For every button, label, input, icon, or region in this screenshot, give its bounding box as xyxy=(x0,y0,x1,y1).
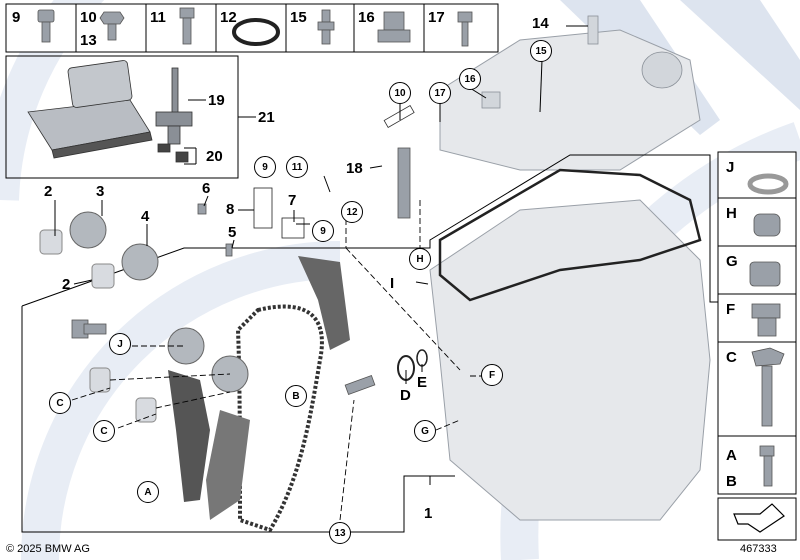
callout-D[interactable]: D xyxy=(400,387,411,404)
callout-20[interactable]: 20 xyxy=(206,148,223,165)
callout-21[interactable]: 21 xyxy=(258,109,275,126)
circled-callout-9-lower[interactable]: 9 xyxy=(312,220,334,242)
circled-callout-B[interactable]: B xyxy=(285,385,307,407)
right-column-part-F-label: F xyxy=(726,301,736,318)
circled-callout-17[interactable]: 17 xyxy=(429,82,451,104)
right-column-part-C-label: C xyxy=(726,349,737,366)
top-strip-part-13-label: 13 xyxy=(80,32,97,49)
callout-8[interactable]: 8 xyxy=(226,201,235,218)
circled-callout-10[interactable]: 10 xyxy=(389,82,411,104)
callout-1[interactable]: 1 xyxy=(424,505,433,522)
callout-14[interactable]: 14 xyxy=(532,15,549,32)
right-column-part-J-label: J xyxy=(726,159,735,176)
copyright-text: © 2025 BMW AG xyxy=(6,543,90,555)
callout-2-lower[interactable]: 2 xyxy=(62,276,71,293)
circled-callout-J[interactable]: J xyxy=(109,333,131,355)
circled-callout-15[interactable]: 15 xyxy=(530,40,552,62)
callout-19[interactable]: 19 xyxy=(208,92,225,109)
top-strip-part-11-label: 11 xyxy=(150,9,166,26)
callout-7[interactable]: 7 xyxy=(288,192,297,209)
top-strip-part-16-label: 16 xyxy=(358,9,375,26)
right-column-part-G-label: G xyxy=(726,253,738,270)
circled-callout-A[interactable]: A xyxy=(137,481,159,503)
diagram-number: 467333 xyxy=(740,543,777,555)
circled-callout-9-upper[interactable]: 9 xyxy=(254,156,276,178)
circled-callout-C-lower[interactable]: C xyxy=(93,420,115,442)
callout-18[interactable]: 18 xyxy=(346,160,363,177)
callout-3[interactable]: 3 xyxy=(96,183,105,200)
callout-I[interactable]: I xyxy=(390,275,395,292)
callout-2-upper[interactable]: 2 xyxy=(44,183,53,200)
top-strip-part-17-label: 17 xyxy=(428,9,445,26)
top-strip-part-9-label: 9 xyxy=(12,9,21,26)
callout-5[interactable]: 5 xyxy=(228,224,237,241)
callout-E[interactable]: E xyxy=(417,374,428,391)
circled-callout-C-upper[interactable]: C xyxy=(49,392,71,414)
circled-callout-H[interactable]: H xyxy=(409,248,431,270)
circled-callout-16[interactable]: 16 xyxy=(459,68,481,90)
right-column-part-B-label: B xyxy=(726,473,737,490)
circled-callout-13[interactable]: 13 xyxy=(329,522,351,544)
circled-callout-11[interactable]: 11 xyxy=(286,156,308,178)
circled-callout-G[interactable]: G xyxy=(414,420,436,442)
callout-4[interactable]: 4 xyxy=(141,208,150,225)
callout-6[interactable]: 6 xyxy=(202,180,211,197)
right-column-part-H-label: H xyxy=(726,205,737,222)
right-column-part-A-label: A xyxy=(726,447,737,464)
circled-callout-F[interactable]: F xyxy=(481,364,503,386)
circled-callout-12[interactable]: 12 xyxy=(341,201,363,223)
top-strip-part-10-label: 10 xyxy=(80,9,97,26)
top-strip-part-15-label: 15 xyxy=(290,9,307,26)
top-strip-part-12-label: 12 xyxy=(220,9,237,26)
